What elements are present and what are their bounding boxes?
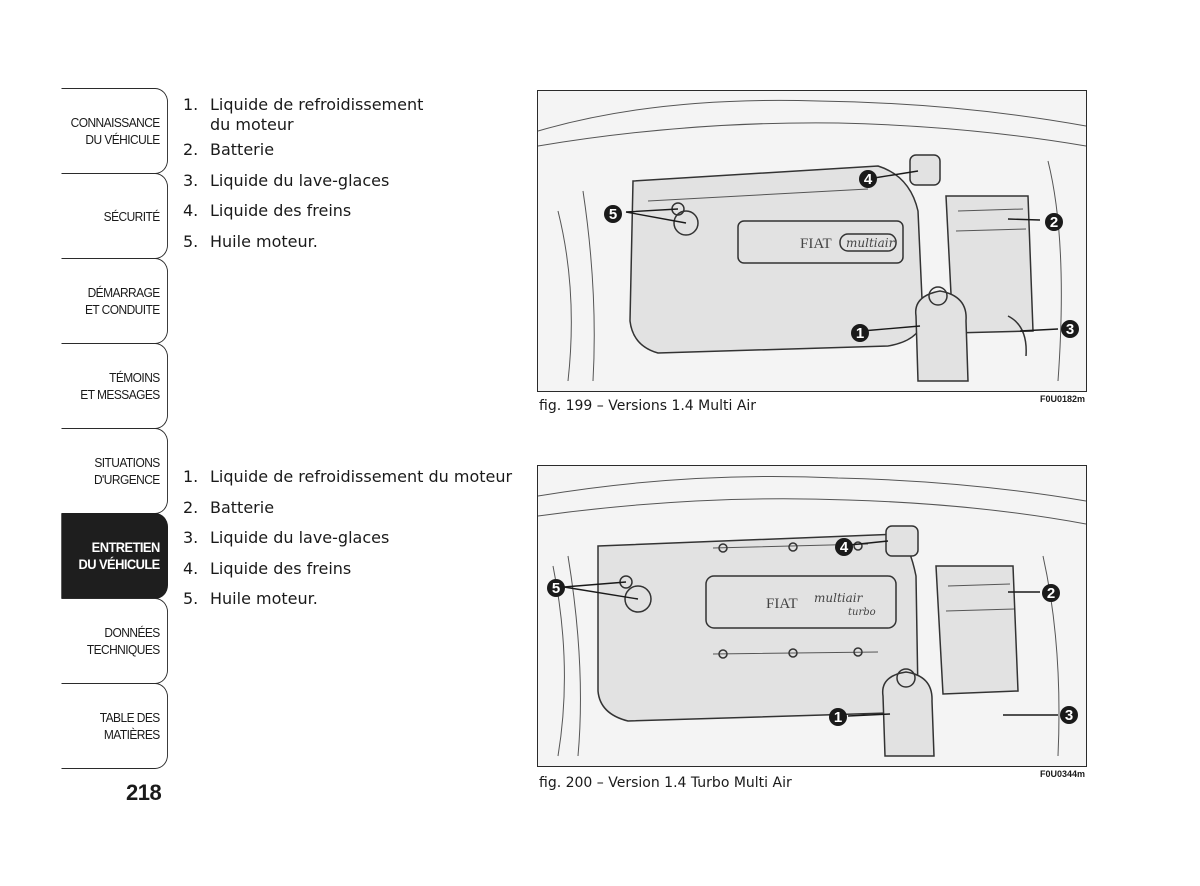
item-number: 3. bbox=[183, 170, 199, 190]
callout-2: 2 bbox=[1042, 584, 1060, 602]
item-number: 4. bbox=[183, 558, 199, 578]
list-item: 5. Huile moteur. bbox=[183, 227, 463, 258]
tab-label: CONNAISSANCE DU VÉHICULE bbox=[70, 115, 161, 147]
tab-demarrage-conduite[interactable]: DÉMARRAGE ET CONDUITE bbox=[61, 258, 168, 344]
item-text: Liquide des freins bbox=[210, 201, 352, 220]
svg-text:3: 3 bbox=[1065, 707, 1073, 724]
list-item: 4. Liquide des freins bbox=[183, 554, 523, 585]
page-number: 218 bbox=[126, 780, 162, 805]
callout-1: 1 bbox=[829, 708, 847, 726]
tab-label: ENTRETIEN DU VÉHICULE bbox=[78, 539, 160, 572]
engine-bay-drawing: FIAT multiair turbo 5 bbox=[538, 475, 1086, 757]
tab-label: DONNÉES TECHNIQUES bbox=[86, 625, 160, 657]
tab-label: TABLE DES MATIÈRES bbox=[99, 710, 161, 742]
tab-label: SÉCURITÉ bbox=[103, 208, 161, 224]
list-item: 5. Huile moteur. bbox=[183, 584, 523, 615]
svg-text:1: 1 bbox=[834, 709, 842, 726]
fiat-brand-text: FIAT bbox=[800, 236, 832, 252]
tab-donnees-techniques[interactable]: DONNÉES TECHNIQUES bbox=[61, 598, 168, 684]
item-text: Liquide du lave-glaces bbox=[210, 170, 390, 190]
engine-bay-illustration: FIAT multiair bbox=[537, 90, 1087, 392]
engine-bay-drawing: FIAT multiair bbox=[538, 99, 1086, 382]
callout-5: 5 bbox=[547, 579, 565, 597]
item-number: 2. bbox=[183, 140, 199, 159]
figure-code: F0U0182m bbox=[1039, 394, 1085, 404]
item-number: 5. bbox=[183, 589, 199, 608]
item-text: Batterie bbox=[210, 140, 275, 159]
svg-text:5: 5 bbox=[552, 580, 560, 597]
item-number: 4. bbox=[183, 201, 199, 220]
engine-bay-illustration: FIAT multiair turbo 5 bbox=[537, 465, 1087, 767]
item-number: 1. bbox=[183, 95, 199, 114]
callout-4: 4 bbox=[835, 538, 853, 556]
tab-label: SITUATIONS D'URGENCE bbox=[93, 455, 160, 487]
list-item: 2. Batterie bbox=[183, 135, 463, 166]
figure-200: FIAT multiair turbo 5 bbox=[537, 465, 1087, 791]
svg-text:4: 4 bbox=[840, 539, 849, 556]
item-text: Liquide du lave-glaces bbox=[210, 528, 390, 547]
item-number: 1. bbox=[183, 467, 199, 486]
item-number: 5. bbox=[183, 231, 199, 251]
svg-text:4: 4 bbox=[864, 171, 873, 188]
tab-entretien-vehicule[interactable]: ENTRETIEN DU VÉHICULE bbox=[61, 513, 168, 599]
turbo-badge-text: turbo bbox=[848, 607, 876, 618]
list-item: 3. Liquide du lave-glaces bbox=[183, 523, 523, 554]
callout-1: 1 bbox=[851, 324, 869, 342]
svg-text:2: 2 bbox=[1050, 214, 1058, 231]
tab-table-matieres[interactable]: TABLE DES MATIÈRES bbox=[61, 683, 168, 769]
list-item: 2. Batterie bbox=[183, 493, 523, 524]
legend-list-fig200: 1. Liquide de refroidissement du moteur 2… bbox=[183, 462, 523, 615]
list-item: 4. Liquide des freins bbox=[183, 196, 463, 227]
item-number: 2. bbox=[183, 497, 199, 517]
list-item: 1. Liquide de refroidissement du moteur bbox=[183, 90, 463, 135]
callout-2: 2 bbox=[1045, 213, 1063, 231]
item-text: Batterie bbox=[210, 497, 275, 517]
tab-situations-urgence[interactable]: SITUATIONS D'URGENCE bbox=[61, 428, 168, 514]
callout-4: 4 bbox=[859, 170, 877, 188]
svg-text:2: 2 bbox=[1047, 585, 1055, 602]
tab-connaissance-vehicule[interactable]: CONNAISSANCE DU VÉHICULE bbox=[61, 88, 168, 174]
item-text: Huile moteur. bbox=[210, 231, 318, 251]
item-text: Liquide de refroidissement du moteur bbox=[210, 467, 513, 486]
tab-temoins-messages[interactable]: TÉMOINS ET MESSAGES bbox=[61, 343, 168, 429]
figure-199: FIAT multiair bbox=[537, 90, 1087, 414]
callout-3: 3 bbox=[1061, 320, 1079, 338]
callout-3: 3 bbox=[1060, 706, 1078, 724]
multiair-badge-text: multiair bbox=[814, 591, 864, 605]
callout-5: 5 bbox=[604, 205, 622, 223]
tab-label: TÉMOINS ET MESSAGES bbox=[80, 370, 160, 402]
item-text: Liquide des freins bbox=[210, 558, 352, 578]
list-item: 1. Liquide de refroidissement du moteur bbox=[183, 462, 523, 493]
fiat-brand-text: FIAT bbox=[766, 596, 798, 612]
multiair-badge-text: multiair bbox=[846, 236, 896, 250]
item-number: 3. bbox=[183, 528, 199, 547]
figure-caption: fig. 200 – Version 1.4 Turbo Multi Air bbox=[539, 775, 792, 791]
item-text: Liquide de refroidissement du moteur bbox=[210, 95, 424, 134]
svg-text:1: 1 bbox=[856, 325, 864, 342]
legend-list-fig199: 1. Liquide de refroidissement du moteur 2… bbox=[183, 90, 463, 257]
chapter-tabs: CONNAISSANCE DU VÉHICULE SÉCURITÉ DÉMARR… bbox=[52, 88, 168, 769]
list-item: 3. Liquide du lave-glaces bbox=[183, 166, 463, 197]
item-text: Huile moteur. bbox=[210, 589, 318, 608]
figure-code: F0U0344m bbox=[1039, 769, 1085, 779]
svg-text:3: 3 bbox=[1066, 321, 1074, 338]
tab-securite[interactable]: SÉCURITÉ bbox=[61, 173, 168, 259]
svg-text:5: 5 bbox=[609, 206, 617, 223]
figure-caption: fig. 199 – Versions 1.4 Multi Air bbox=[539, 398, 757, 414]
tab-label: DÉMARRAGE ET CONDUITE bbox=[84, 285, 160, 317]
